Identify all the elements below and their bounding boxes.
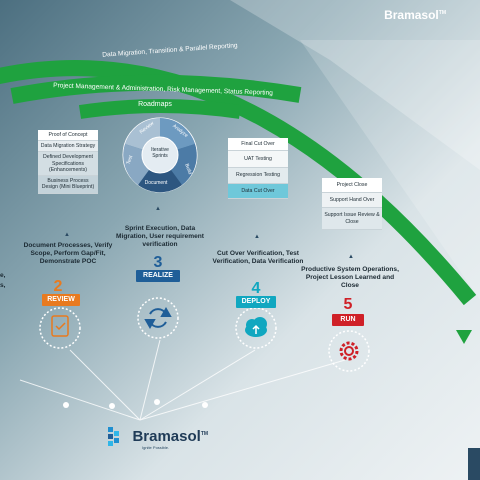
realize-caption: Sprint Execution, Data Migration, User r… [116,225,204,249]
deploy-badge: DEPLOY [236,296,276,308]
partial-text: e, [0,272,6,279]
iterative-sprints-label: Iterative Sprints [151,147,169,160]
cloud-upload-icon [245,317,267,337]
review-caption: Document Processes, Verify Scope, Perfor… [23,242,113,266]
realize-number: 3 [153,254,163,271]
deploy-icon-ring [235,307,277,349]
up-arrow-icon: ▲ [348,254,354,260]
up-arrow-icon: ▲ [254,234,260,240]
deploy-caption: Cut Over Verification, Test Verification… [212,250,304,266]
review-item: Business Process Design (Mini Blueprint) [38,176,98,194]
review-number: 2 [53,278,63,295]
refresh-arrows-icon [144,306,172,330]
review-item: Proof of Concept [38,130,98,142]
review-badge: REVIEW [42,294,80,306]
run-item: Support Issue Review & Close [322,208,382,230]
gear-icon [339,341,359,361]
realize-icon-ring [137,297,179,339]
run-badge: RUN [332,314,364,326]
band-inner [78,99,242,119]
deploy-item: Regression Testing [228,168,288,184]
up-arrow-icon: ▲ [64,232,70,238]
deploy-number: 4 [251,280,261,297]
deploy-deliverables: Final Cut Over UAT Testing Regression Te… [228,138,288,199]
run-icon-ring [328,330,370,372]
review-item: Data Migration Strategy [38,141,98,153]
run-number: 5 [343,296,353,313]
up-arrow-icon: ▲ [155,206,161,212]
connector-dots [63,399,208,409]
partial-text: s, [0,282,6,289]
deploy-item: Data Cut Over [228,183,288,199]
band-middle [10,74,302,104]
brand-logo-bottom: BramasolTM Ignite Possible. [106,425,208,450]
run-caption: Productive System Operations, Project Le… [301,266,399,290]
brand-logo-top: BramasolTM [384,8,446,22]
band-label-roadmaps: Roadmaps [138,101,172,108]
realize-badge: REALIZE [136,270,180,282]
brand-tagline: Ignite Possible. [142,445,170,450]
run-item: Support Hand Over [322,193,382,209]
corner-panel [468,448,480,480]
bramasol-logo-icon [108,427,119,446]
cycle-label: Document [144,180,168,186]
review-deliverables: Proof of Concept Data Migration Strategy… [38,130,98,194]
deploy-item: Final Cut Over [228,138,288,152]
arrow-head [456,330,472,344]
deploy-item: UAT Testing [228,151,288,169]
connector-lines [19,339,346,421]
iterative-sprints-wheel [122,117,198,193]
run-deliverables: Project Close Support Hand Over Support … [322,178,382,230]
clipboard-check-icon [51,315,69,337]
review-item: Defined Development Specifications (Enha… [38,152,98,177]
run-item: Project Close [322,178,382,194]
review-icon-ring [39,307,81,349]
